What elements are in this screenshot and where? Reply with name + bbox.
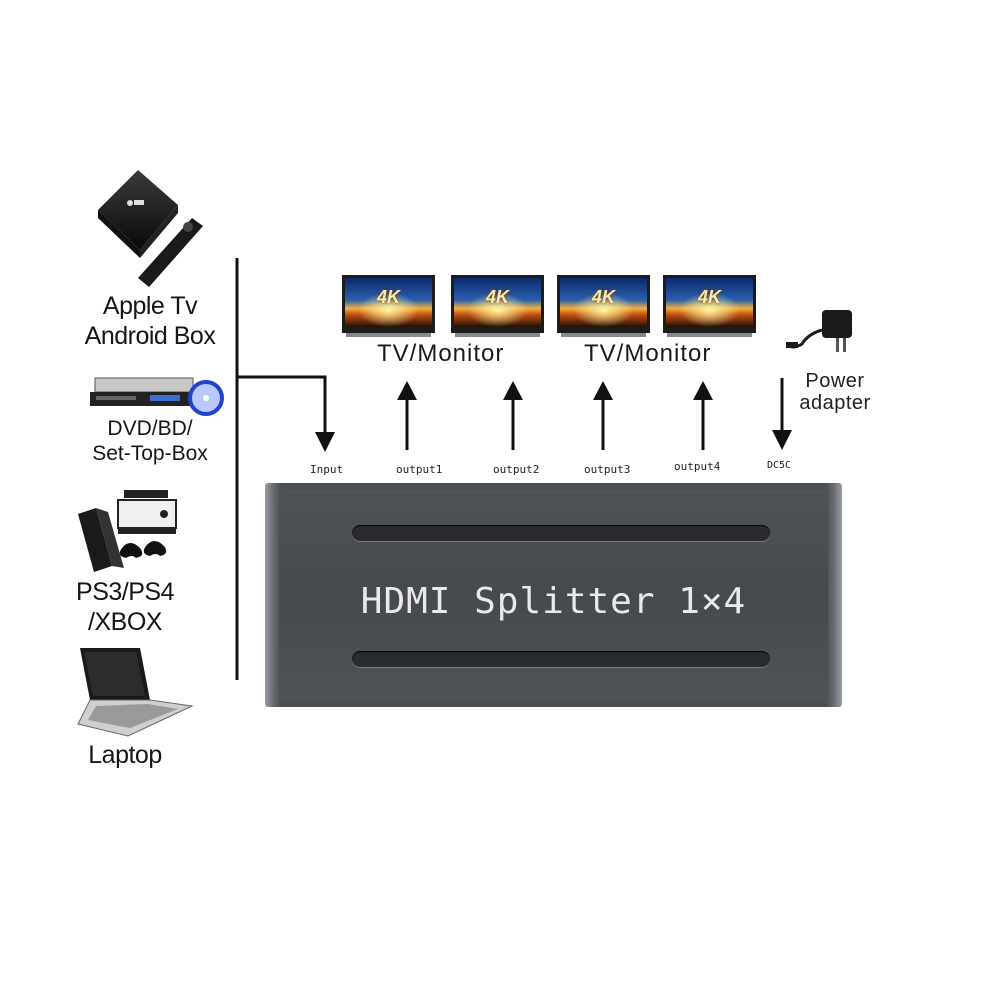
source-label-line: Set-Top-Box: [92, 442, 208, 465]
output-arrows: [405, 378, 784, 450]
source-label-dvd: DVD/BD/ Set-Top-Box: [60, 416, 240, 466]
source-label-console: PS3/PS4 /XBOX: [40, 577, 210, 637]
splitter-top-vent: [352, 525, 770, 541]
port-label-output4: output4: [674, 460, 721, 473]
source-label-line: Apple Tv: [102, 292, 198, 320]
splitter-bottom-vent: [352, 651, 770, 667]
splitter-face: HDMI Splitter 1×4: [279, 489, 828, 701]
tv-monitor-1: [342, 275, 435, 337]
tv-1-4k-badge: 4K: [376, 287, 400, 307]
power-arrow-head: [772, 430, 792, 450]
tv-3-4k-badge: 4K: [591, 287, 615, 307]
power-adapter-label: Power adapter: [790, 370, 880, 414]
port-label-output1: output1: [396, 463, 443, 476]
power-label-line1: Power: [805, 370, 865, 392]
output2-arrow-head: [503, 381, 523, 400]
laptop-icon: [77, 648, 194, 737]
tv-monitor-label-left: TV/Monitor: [377, 340, 505, 367]
tv-monitor-4: [663, 275, 756, 337]
source-label-line: Laptop: [88, 741, 162, 769]
output1-arrow-head: [397, 381, 417, 400]
output4-arrow-head: [693, 381, 713, 400]
output3-arrow-head: [593, 381, 613, 400]
port-label-input: Input: [310, 463, 344, 476]
tv-4-4k-badge: 4K: [697, 287, 721, 307]
port-label-output2: output2: [493, 463, 540, 476]
source-label-line: /XBOX: [88, 608, 162, 636]
power-adapter-icon: [786, 310, 852, 352]
source-bus-line: [235, 258, 327, 680]
source-label-line: PS3/PS4: [76, 578, 174, 606]
source-label-laptop: Laptop: [40, 740, 210, 770]
dvd-player-icon: [90, 377, 224, 416]
apple-tv-icon: [98, 170, 203, 287]
tv-monitor-2: [451, 275, 544, 337]
tv-2-4k-badge: 4K: [485, 287, 509, 307]
game-console-icon: [78, 490, 177, 572]
tv-monitor-label-right: TV/Monitor: [584, 340, 712, 367]
port-label-dc: DC5C: [767, 460, 792, 471]
hdmi-splitter-device: HDMI Splitter 1×4: [265, 483, 842, 707]
source-label-line: Android Box: [84, 322, 216, 350]
power-label-line2: adapter: [799, 392, 871, 414]
tv-monitor-3: [557, 275, 650, 337]
source-label-apple-tv: Apple Tv Android Box: [60, 291, 240, 351]
splitter-title: HDMI Splitter 1×4: [360, 581, 747, 622]
port-label-output3: output3: [584, 463, 631, 476]
source-label-line: DVD/BD/: [107, 417, 193, 440]
input-arrow-head: [315, 432, 335, 452]
